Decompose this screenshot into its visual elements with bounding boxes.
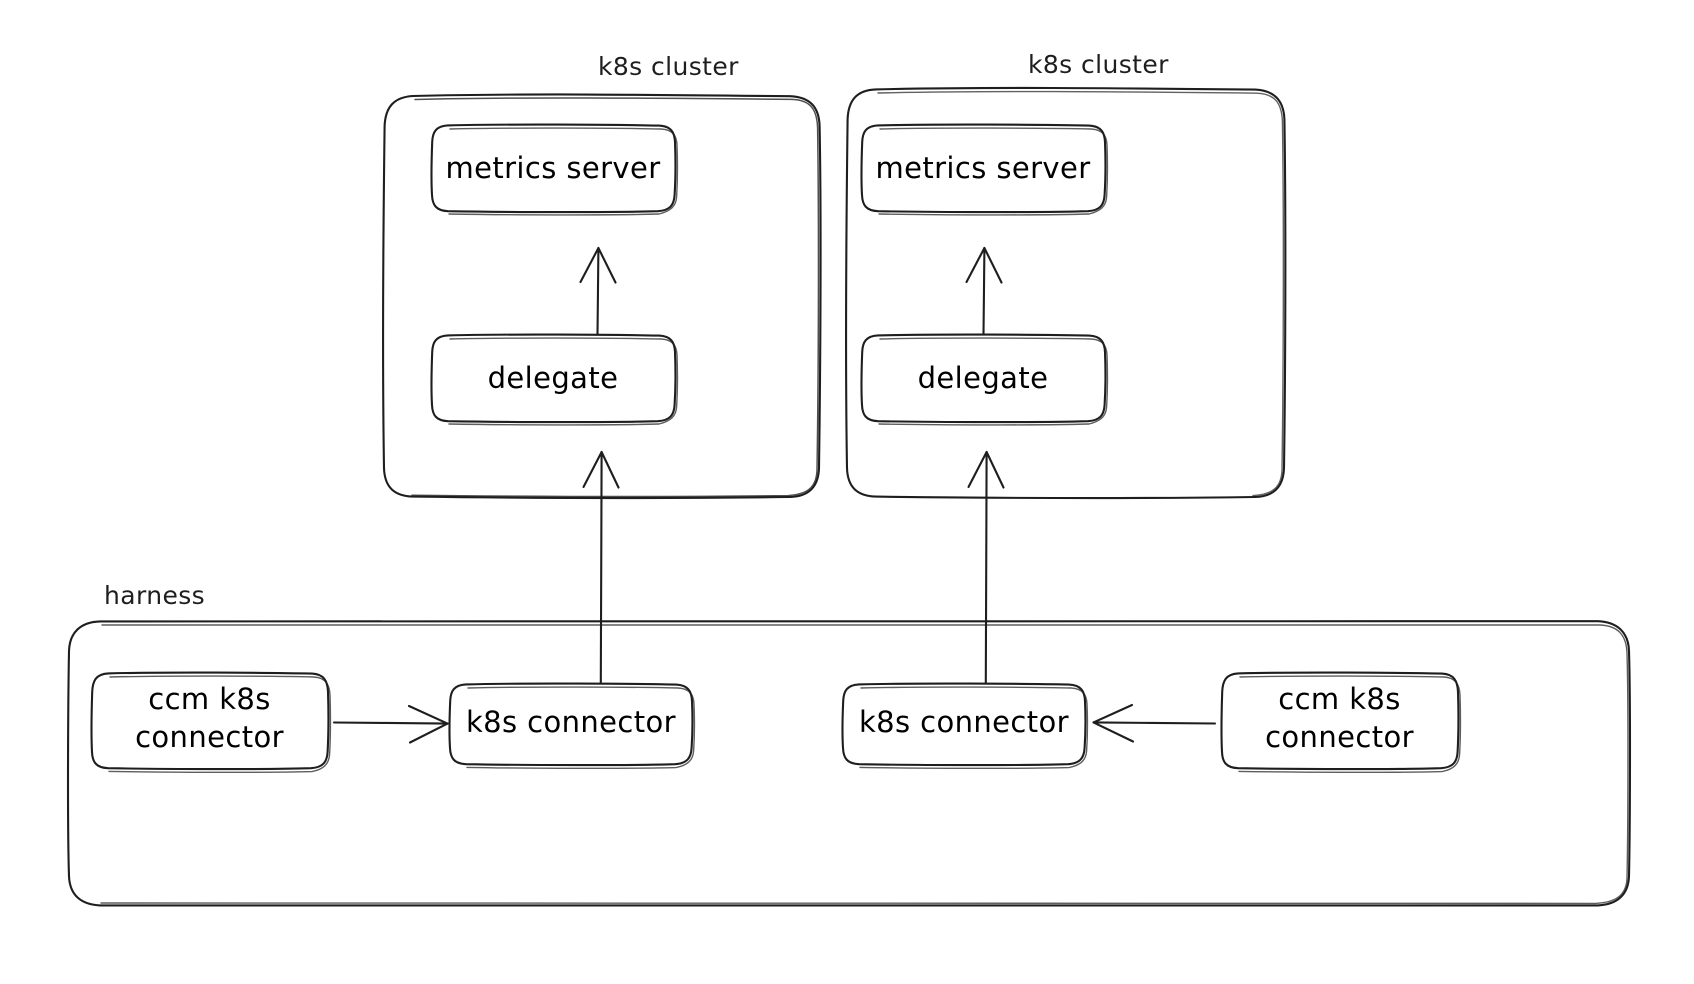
node-ccm-connector-left[interactable] (90, 671, 332, 774)
node-delegate-right[interactable] (860, 333, 1109, 426)
node-label-metrics-server-left: metrics server (432, 124, 674, 212)
edge-connector-to-delegate-left (582, 450, 620, 685)
node-text: metrics server (445, 150, 661, 185)
node-label-metrics-server-right: metrics server (862, 124, 1104, 212)
node-metrics-server-left[interactable] (430, 123, 679, 216)
edge-delegate-to-metrics-right (965, 246, 1003, 336)
node-text: delegate (487, 360, 619, 395)
edge-ccm-to-connector-right (1092, 703, 1217, 743)
edge-delegate-to-metrics-left (579, 246, 617, 336)
node-text: delegate (917, 360, 1049, 395)
node-delegate-left[interactable] (430, 333, 679, 426)
group-cluster-left[interactable] (382, 93, 822, 500)
node-metrics-server-right[interactable] (860, 123, 1109, 216)
node-label-delegate-left: delegate (432, 334, 674, 422)
group-label-harness: harness (104, 581, 206, 610)
edge-ccm-to-connector-left (332, 704, 449, 744)
node-k8s-connector-right[interactable] (841, 682, 1089, 770)
node-label-k8s-connector-right: k8s connector (843, 683, 1085, 761)
group-label-cluster-left: k8s cluster (598, 52, 739, 81)
node-text: k8s connector (858, 704, 1070, 739)
node-label-delegate-right: delegate (862, 334, 1104, 422)
node-text: metrics server (875, 150, 1091, 185)
edge-connector-to-delegate-right (967, 450, 1005, 685)
node-text: k8s connector (465, 704, 677, 739)
node-ccm-connector-right[interactable] (1220, 671, 1462, 774)
group-cluster-right[interactable] (845, 86, 1287, 500)
node-k8s-connector-left[interactable] (448, 682, 696, 770)
group-label-cluster-right: k8s cluster (1028, 50, 1169, 79)
node-label-k8s-connector-left: k8s connector (450, 683, 692, 761)
